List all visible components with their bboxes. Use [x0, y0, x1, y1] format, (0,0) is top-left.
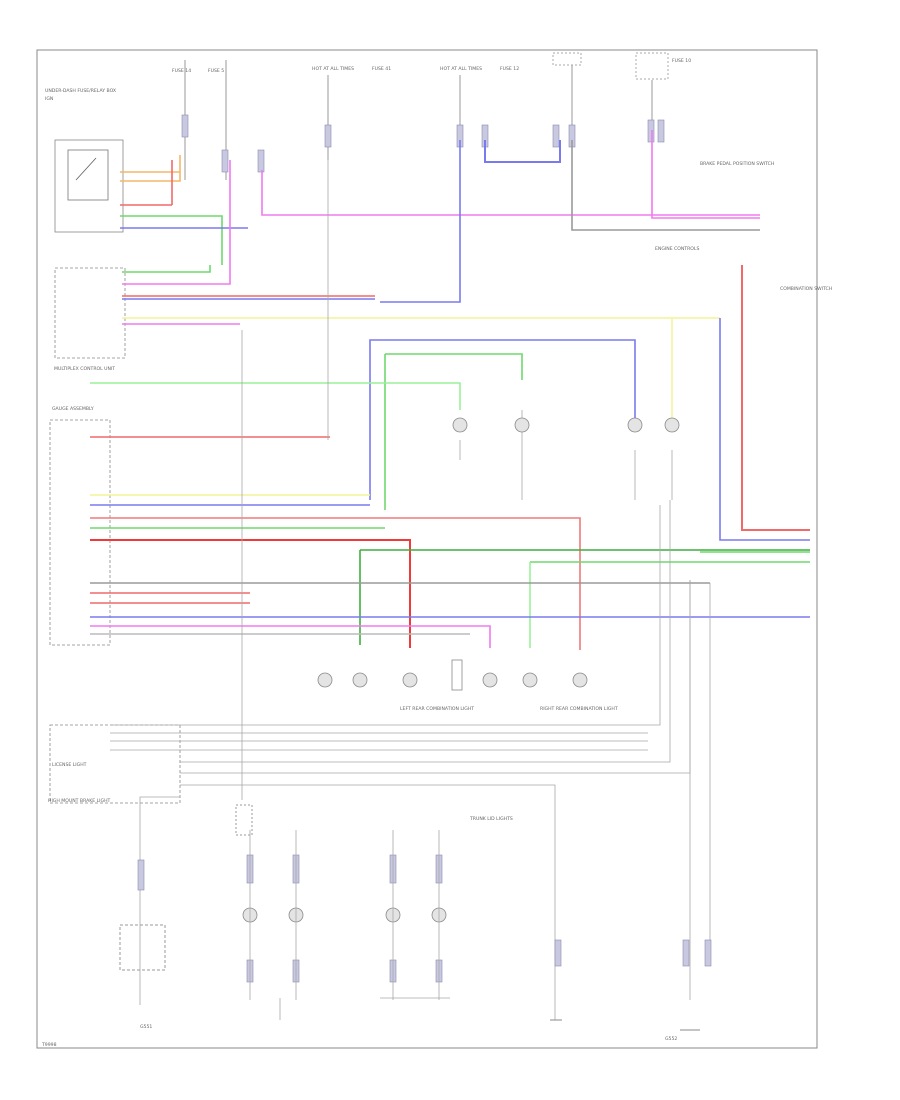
rear-combination-labels: LEFT REAR COMBINATION LIGHT RIGHT REAR C… [400, 706, 618, 712]
lamp-rear-left [627, 417, 643, 433]
engine-controls-ref: ENGINE CONTROLS [655, 246, 699, 252]
right-rear-lamp-label: RIGHT REAR COMBINATION LIGHT [540, 706, 618, 712]
grounds: G551 G552 [140, 1019, 700, 1042]
fuse-d-label: FUSE 12 [500, 66, 519, 72]
ignition-switch: IGN [45, 96, 124, 233]
top-fuse-area: FUSE 14 FUSE 5 HOT AT ALL TIMES FUSE 41 … [172, 52, 691, 230]
page-reference: T9998 [41, 1042, 57, 1048]
license-module-label: LICENSE LIGHT [52, 762, 87, 768]
lamp-license [452, 417, 468, 433]
ground-left-label: G551 [140, 1024, 152, 1030]
lower-left-module: LICENSE LIGHT [49, 724, 181, 804]
fuse-b-label: FUSE 5 [208, 68, 224, 74]
lamps-rear-combination [317, 659, 588, 691]
hot-at-all-times-2-label: HOT AT ALL TIMES [440, 66, 482, 72]
ignition-switch-label: IGN [45, 96, 53, 102]
lamp-tail-left [514, 417, 530, 433]
combination-switch-label: COMBINATION SWITCH [780, 286, 832, 292]
hot-at-all-times-1-label: HOT AT ALL TIMES [312, 66, 354, 72]
left-rear-lamp-label: LEFT REAR COMBINATION LIGHT [400, 706, 474, 712]
diagram-border [36, 49, 818, 1049]
ground-right-label: G552 [665, 1036, 677, 1042]
fuse-c-label: FUSE 41 [372, 66, 391, 72]
wires [90, 130, 810, 650]
gauge-assembly-label: GAUGE ASSEMBLY [52, 406, 94, 412]
lamps-mid-row [452, 417, 680, 433]
fuse-a-label: FUSE 14 [172, 68, 191, 74]
high-mount-brake-label: HIGH MOUNT BRAKE LIGHT [48, 798, 111, 804]
multiplex-label: MULTIPLEX CONTROL UNIT [54, 366, 115, 372]
top-connectors [181, 114, 665, 173]
lamp-rear-right [664, 417, 680, 433]
brake-switch-label: BRAKE PEDAL POSITION SWITCH [700, 161, 774, 167]
multiplex-control-unit: MULTIPLEX CONTROL UNIT [54, 267, 126, 372]
right-side-labels: BRAKE PEDAL POSITION SWITCH COMBINATION … [45, 88, 832, 292]
fuse-panel-label: UNDER-DASH FUSE/RELAY BOX [45, 88, 116, 94]
fuse-e-label: FUSE 10 [672, 58, 691, 64]
gray-wires [110, 160, 711, 1020]
gauge-assembly: GAUGE ASSEMBLY [49, 406, 111, 646]
trunk-lid-lights-label: TRUNK LID LIGHTS [469, 816, 513, 822]
lower-lamp-group: TRUNK LID LIGHTS HIGH MOUNT BRAKE LIGHT [48, 798, 712, 1020]
